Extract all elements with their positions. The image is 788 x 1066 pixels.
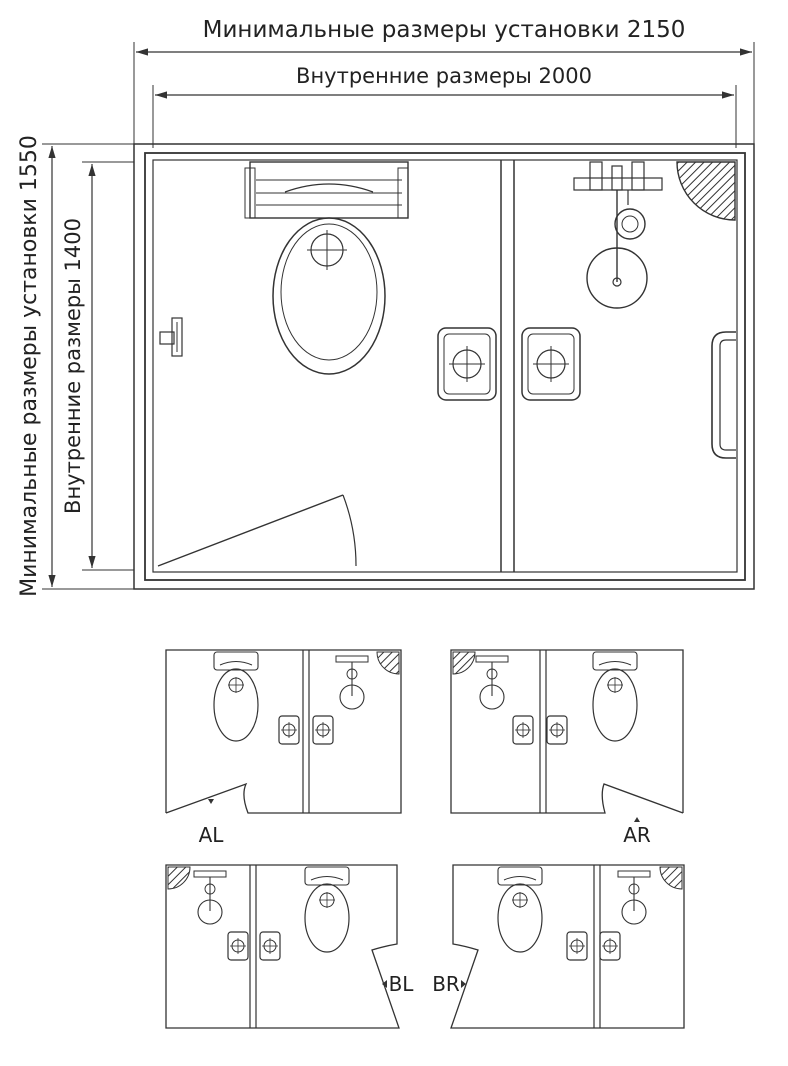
faucet-icon <box>475 655 509 710</box>
floor-drain-icon <box>512 715 534 745</box>
toilet-icon <box>497 866 543 953</box>
toilet-icon <box>244 161 409 375</box>
shower-drain-icon <box>546 715 568 745</box>
faucet-icon <box>335 655 369 710</box>
variant-bl: BL <box>165 864 415 1029</box>
shower-head-icon <box>586 190 648 309</box>
install-height-label: Минимальные размеры установки 1550 <box>17 135 42 597</box>
corner-shelf-icon <box>452 651 476 675</box>
grab-bar-icon <box>711 331 736 459</box>
variant-al: AL <box>165 649 402 847</box>
toilet-icon <box>213 651 259 742</box>
faucet-icon <box>617 870 651 925</box>
floor-drain-icon <box>227 931 249 961</box>
variant-br: BR <box>432 864 685 1029</box>
faucet-icon <box>193 870 227 925</box>
inner-width-label: Внутренние размеры 2000 <box>296 64 592 88</box>
inner-height-label: Внутренние размеры 1400 <box>61 218 85 514</box>
toilet-icon <box>592 651 638 742</box>
main-plan <box>133 143 755 590</box>
toilet-icon <box>304 866 350 953</box>
corner-shelf-icon <box>376 651 400 675</box>
paper-holder-icon <box>159 317 183 357</box>
shower-drain-icon <box>312 715 334 745</box>
floor-drain-icon <box>437 327 497 401</box>
outer-wall <box>133 143 755 590</box>
floor-drain-icon <box>278 715 300 745</box>
door-swing-icon <box>157 494 357 567</box>
variant-label-ar: AR <box>623 823 651 847</box>
shower-drain-icon <box>521 327 581 401</box>
wall-outer-edge <box>144 152 746 581</box>
variant-label-br: BR <box>432 972 460 996</box>
corner-shelf-icon <box>659 866 683 890</box>
corner-shelf-icon <box>676 161 736 221</box>
wall-inner-edge <box>152 159 738 573</box>
variant-ar: AR <box>450 649 684 847</box>
shower-drain-icon <box>599 931 621 961</box>
dimension-lines <box>42 42 755 590</box>
floor-drain-icon <box>566 931 588 961</box>
shower-drain-icon <box>259 931 281 961</box>
corner-shelf-icon <box>167 866 191 890</box>
variant-label-al: AL <box>199 823 225 847</box>
faucet-icon <box>573 161 663 282</box>
variant-label-bl: BL <box>389 972 415 996</box>
install-width-label: Минимальные размеры установки 2150 <box>203 17 686 43</box>
